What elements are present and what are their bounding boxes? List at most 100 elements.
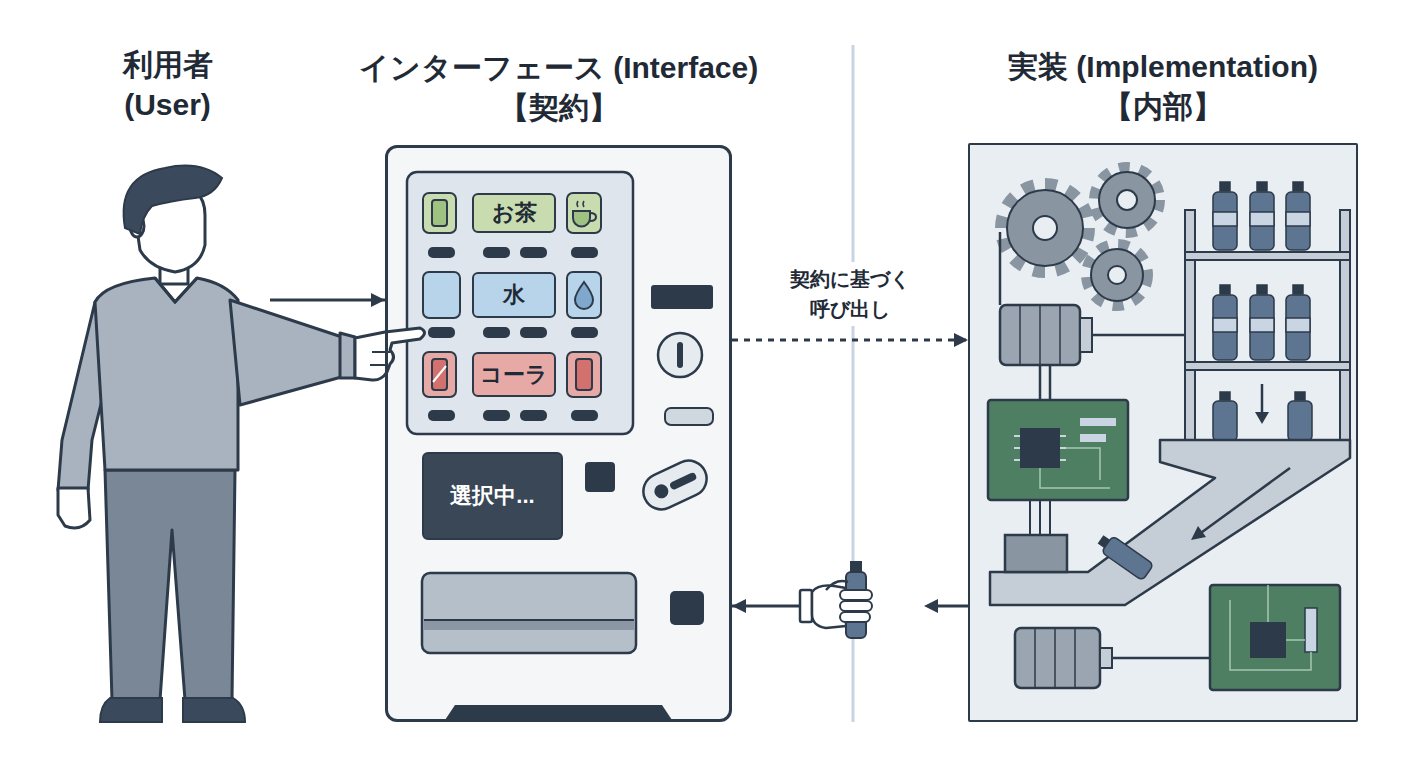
select-pill xyxy=(428,410,455,421)
motor-ribs xyxy=(1035,628,1075,688)
chip xyxy=(1020,428,1060,468)
person-cuff xyxy=(340,333,355,378)
select-pill xyxy=(520,247,547,258)
tea-icon-box xyxy=(423,193,456,233)
outlet-edge xyxy=(424,619,634,621)
bill-slot xyxy=(651,285,713,309)
call-arrow xyxy=(732,339,968,342)
lever-body xyxy=(637,455,712,516)
select-pill xyxy=(483,327,510,338)
gear-hub xyxy=(1108,266,1126,284)
can-icon xyxy=(576,359,592,390)
shelf-post xyxy=(1340,210,1350,442)
chip-pins xyxy=(1014,436,1066,460)
implementation-ground xyxy=(968,143,1358,722)
handoff-arrow-head xyxy=(924,599,938,613)
select-pill xyxy=(428,327,455,338)
change-slot xyxy=(670,591,704,625)
machine-body xyxy=(385,145,732,722)
bottle-cap xyxy=(1220,392,1230,400)
display-text: 選択中... xyxy=(450,482,534,510)
drink-button: 水 xyxy=(472,272,556,318)
select-pill xyxy=(483,410,510,421)
motor xyxy=(1000,305,1080,365)
return-lever xyxy=(637,455,712,516)
bottle-cap xyxy=(1293,285,1303,294)
machine-base xyxy=(445,705,672,720)
bottle-label xyxy=(1250,318,1274,332)
gear xyxy=(1091,249,1143,301)
shelf-board xyxy=(1185,362,1350,370)
person-arm xyxy=(230,300,345,405)
implementation-panel: 実装 (Implementation) 【内部】 xyxy=(968,143,1358,722)
water-icon-box xyxy=(423,272,460,318)
bottle-cap xyxy=(1293,182,1303,191)
motor xyxy=(1015,628,1100,688)
wire xyxy=(1040,365,1050,400)
wire xyxy=(1030,500,1050,535)
bottle-cap xyxy=(850,561,862,572)
gear-teeth xyxy=(1094,167,1160,233)
lever-slit xyxy=(669,472,698,491)
circuit-board xyxy=(988,400,1128,500)
gear-hub xyxy=(1033,216,1057,240)
board-traces xyxy=(1230,585,1311,670)
cup-icon xyxy=(573,211,590,227)
shelf-board xyxy=(1185,252,1350,260)
gear-hub xyxy=(1117,190,1137,210)
glove-cuff xyxy=(800,590,812,622)
bottle-cap xyxy=(1098,535,1110,548)
steam-lines xyxy=(577,201,584,207)
wire xyxy=(1112,657,1210,660)
return-button xyxy=(665,408,713,425)
button-label: コーラ xyxy=(480,361,548,389)
select-pill xyxy=(483,247,510,258)
gear xyxy=(1099,172,1155,228)
vending-machine: インターフェース (Interface) 【契約】お茶水コーラ選択中... xyxy=(385,145,732,722)
cola-icon-box xyxy=(567,352,601,397)
glove-finger xyxy=(840,590,872,600)
bottle-row xyxy=(1213,285,1310,360)
circuit-board xyxy=(1210,585,1340,690)
person-collar xyxy=(155,278,197,302)
bottle xyxy=(1286,192,1310,250)
pointing-hand xyxy=(355,328,425,380)
select-pill xyxy=(571,410,598,421)
bottle xyxy=(1286,295,1310,360)
drop-arrow xyxy=(1261,384,1264,414)
bottle-label xyxy=(1250,212,1274,226)
bottle xyxy=(1250,192,1274,250)
outlet-flap xyxy=(424,620,634,630)
drop-icon-box xyxy=(567,272,601,318)
glove-thumb xyxy=(826,581,848,590)
bottle xyxy=(1213,401,1237,441)
bottle-label xyxy=(1286,318,1310,332)
bottle xyxy=(1250,295,1274,360)
cup-handle xyxy=(590,213,596,221)
button-label: 水 xyxy=(503,281,525,309)
bottle xyxy=(1213,295,1237,360)
bottle-cap xyxy=(1295,392,1305,400)
drink-button: お茶 xyxy=(472,193,556,233)
shelf-post xyxy=(1185,210,1195,442)
drink-button: コーラ xyxy=(472,352,556,397)
person-torso xyxy=(95,278,238,470)
section-heading: 利用者 (User) xyxy=(93,45,243,125)
gear-teeth xyxy=(1001,184,1089,272)
coin-slot xyxy=(658,333,702,377)
falling-bottle xyxy=(1095,531,1154,581)
bottle-label xyxy=(1213,212,1237,226)
person-shoe xyxy=(100,698,162,722)
section-heading: インターフェース (Interface) 【契約】 xyxy=(339,48,779,128)
bottle xyxy=(1288,401,1312,441)
select-pill xyxy=(520,327,547,338)
select-pill xyxy=(571,327,598,338)
chip xyxy=(1250,622,1286,658)
bottle-cap xyxy=(1257,182,1267,191)
sensor-square xyxy=(585,462,615,492)
edge-label: 契約に基づく 呼び出し xyxy=(780,262,920,326)
bottle xyxy=(1213,192,1237,250)
lever-dot xyxy=(652,482,671,501)
select-pill xyxy=(428,247,455,258)
